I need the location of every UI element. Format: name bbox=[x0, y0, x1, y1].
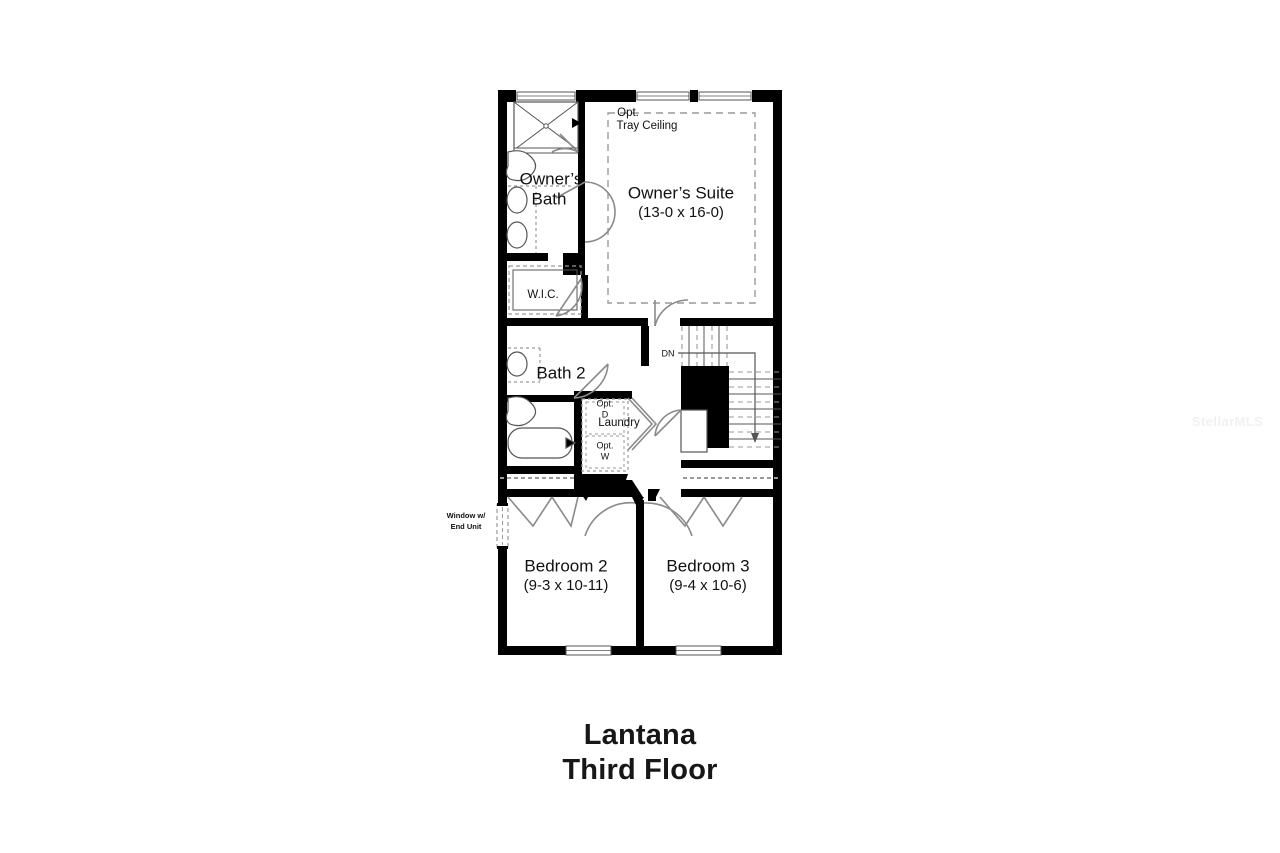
room-label-owners-suite: Owner’s Suite bbox=[628, 183, 734, 202]
room-dims-bedroom2: (9-3 x 10-11) bbox=[524, 577, 609, 594]
laundry-closet bbox=[581, 398, 629, 472]
room-label-bedroom2: Bedroom 2 bbox=[524, 556, 607, 575]
plan-title-block: Lantana Third Floor bbox=[0, 718, 1280, 789]
room-label-owners-bath-line2: Bath bbox=[532, 189, 567, 208]
end-unit-window-note-line1: Window w/ bbox=[447, 511, 487, 520]
opt-tray-ceiling-label-line2: Tray Ceiling bbox=[617, 120, 678, 132]
owners-bath-fixtures bbox=[505, 150, 574, 253]
stellarmls-watermark: StellarMLS bbox=[1192, 414, 1264, 429]
wic-shelving bbox=[508, 265, 582, 315]
room-label-bath2: Bath 2 bbox=[536, 363, 585, 382]
opt-dryer-label-line2: D bbox=[602, 409, 609, 419]
plan-subtitle: Third Floor bbox=[562, 754, 718, 787]
opt-dryer-label-line1: Opt. bbox=[596, 398, 613, 408]
stair-direction-label: DN bbox=[662, 348, 675, 358]
opt-washer-label-line2: W bbox=[601, 451, 610, 461]
opt-tray-ceiling-outline bbox=[607, 112, 756, 304]
room-label-wic: W.I.C. bbox=[527, 289, 558, 301]
opt-tray-ceiling-label-line1: Opt. bbox=[617, 107, 639, 119]
end-unit-window-symbol bbox=[496, 503, 509, 549]
opt-washer-label-line1: Opt. bbox=[596, 440, 613, 450]
bath2-fixtures bbox=[505, 347, 577, 459]
staircase bbox=[678, 326, 781, 448]
windows bbox=[516, 90, 752, 656]
door-swings bbox=[507, 133, 743, 537]
plan-labels: Opt. Tray Ceiling Owner’s Suite (13-0 x … bbox=[447, 107, 750, 594]
room-dims-owners-suite: (13-0 x 16-0) bbox=[638, 204, 724, 221]
room-label-owners-bath-line1: Owner’s bbox=[520, 169, 583, 188]
room-dims-bedroom3: (9-4 x 10-6) bbox=[669, 577, 747, 594]
plan-title: Lantana bbox=[583, 719, 697, 751]
interior-walls bbox=[498, 90, 781, 655]
room-label-bedroom3: Bedroom 3 bbox=[666, 556, 749, 575]
end-unit-window-note-line2: End Unit bbox=[451, 522, 482, 531]
door-jambs bbox=[578, 489, 660, 509]
laundry-label: Laundry bbox=[598, 417, 640, 429]
shower-fixture bbox=[513, 101, 581, 154]
